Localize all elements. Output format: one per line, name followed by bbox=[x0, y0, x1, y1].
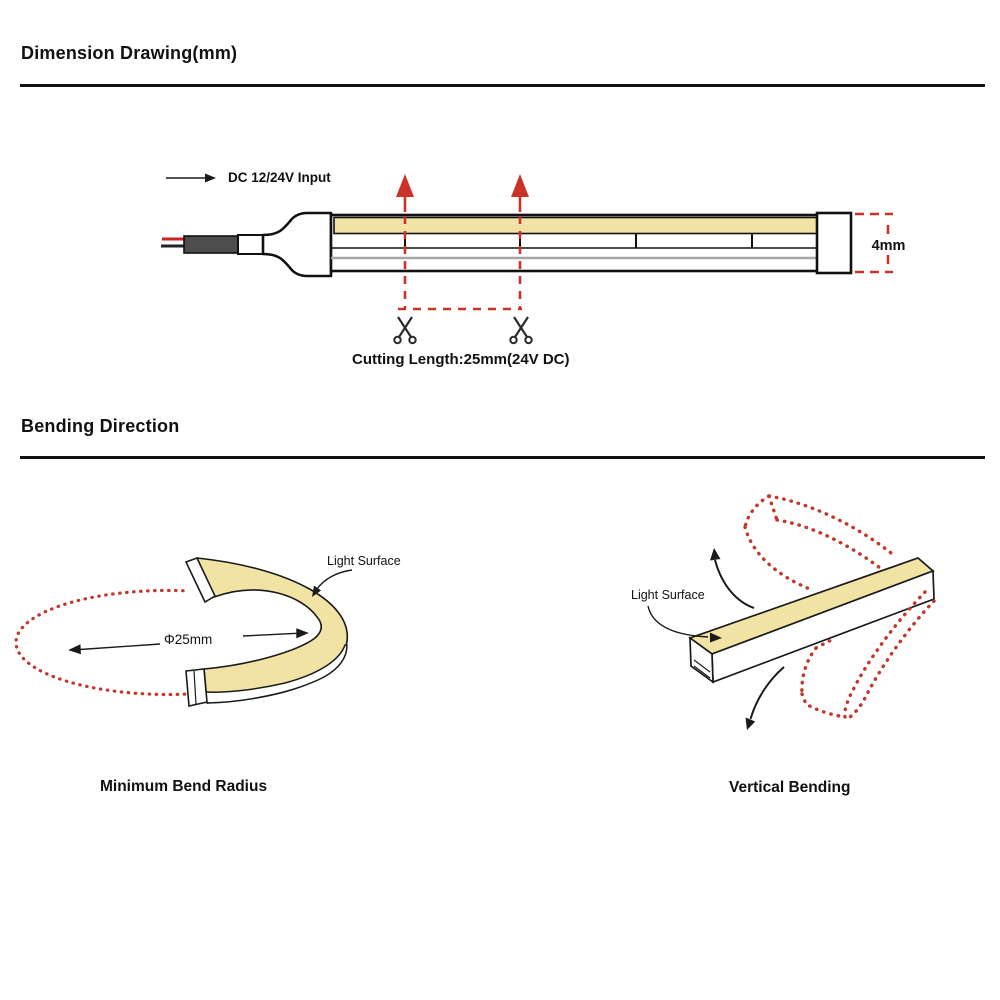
scissors-icon bbox=[393, 316, 417, 345]
dc-input-label: DC 12/24V Input bbox=[228, 170, 331, 185]
bend-down-arrow bbox=[745, 666, 785, 730]
light-surface-label-right: Light Surface bbox=[631, 588, 705, 602]
end-cap-boot bbox=[261, 211, 333, 278]
strip-side-view bbox=[161, 173, 893, 278]
strip-light-band bbox=[333, 216, 819, 235]
light-surface-label-left: Light Surface bbox=[327, 554, 401, 568]
strip-bottom-end-face bbox=[185, 668, 208, 707]
cut-dashed-lines bbox=[398, 216, 522, 311]
bending-section-heading: Bending Direction bbox=[21, 416, 180, 436]
min-bend-radius-caption: Minimum Bend Radius bbox=[100, 778, 268, 795]
bend-up-arrow bbox=[710, 548, 755, 609]
diameter-arrows bbox=[68, 628, 309, 655]
strip-top-end-face bbox=[184, 556, 217, 604]
cut-point-dividers bbox=[404, 234, 753, 248]
min-bend-radius-diagram bbox=[14, 556, 353, 707]
diameter-label: Φ25mm bbox=[164, 632, 213, 647]
strip-layer-lines bbox=[331, 247, 818, 260]
height-dimension-label: 4mm bbox=[866, 237, 911, 255]
strip-end-cap bbox=[815, 211, 853, 275]
bent-strip-light-surface bbox=[196, 557, 348, 704]
light-surface-pointer-left bbox=[312, 569, 353, 597]
vertical-bending-caption: Vertical Bending bbox=[729, 779, 851, 796]
input-arrow-icon bbox=[166, 173, 216, 183]
cut-arrow-up-icon bbox=[396, 174, 529, 212]
light-surface-pointer-right bbox=[647, 605, 722, 643]
cutting-length-label: Cutting Length:25mm(24V DC) bbox=[352, 351, 570, 368]
dotted-bend-up-ghost bbox=[743, 494, 898, 592]
section-divider bbox=[20, 456, 985, 459]
bent-strip-side-face bbox=[204, 644, 348, 704]
bar-end-face bbox=[689, 636, 714, 684]
cut-indicators bbox=[393, 174, 533, 345]
scissors-icon bbox=[509, 316, 533, 345]
dotted-bend-circle bbox=[14, 588, 192, 697]
cable-sheath bbox=[183, 235, 239, 254]
strip-bar bbox=[688, 557, 935, 684]
dimension-section-heading: Dimension Drawing(mm) bbox=[21, 43, 238, 63]
section-divider bbox=[20, 84, 985, 87]
dotted-bend-down-ghost bbox=[800, 590, 936, 719]
connector-neck bbox=[237, 234, 264, 255]
vertical-bending-diagram bbox=[647, 494, 936, 730]
